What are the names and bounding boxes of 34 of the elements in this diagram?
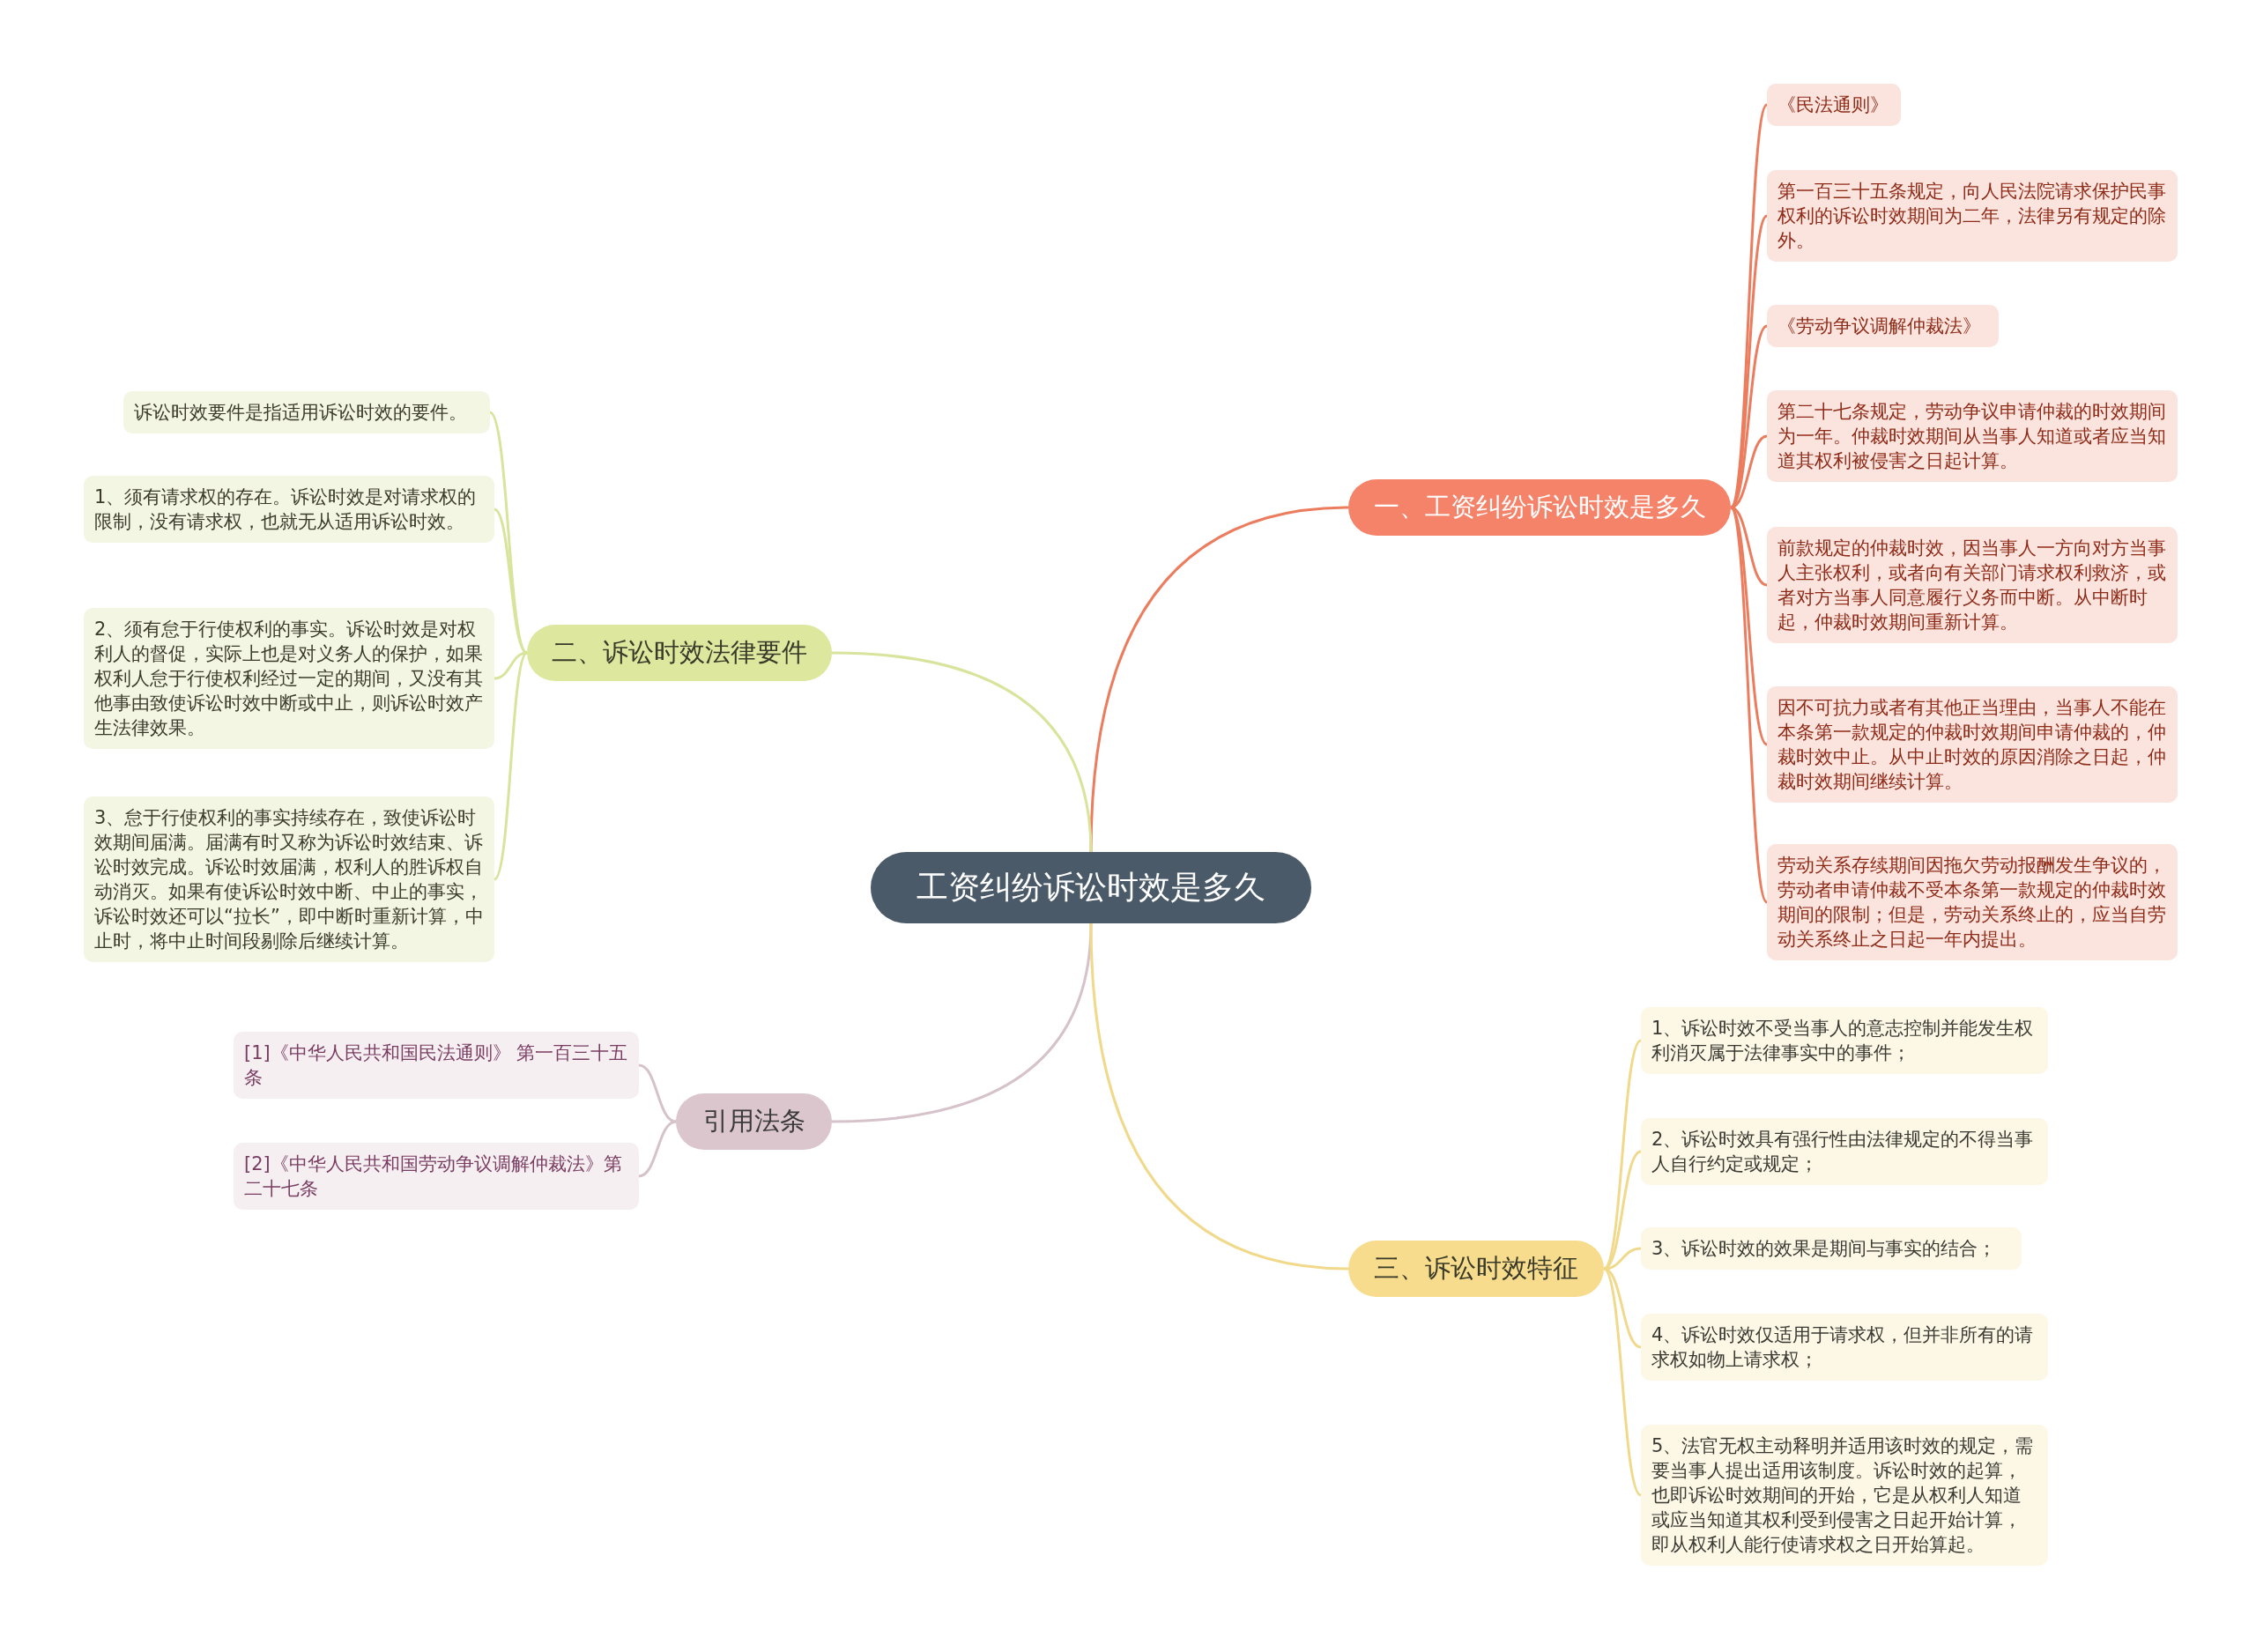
connector-line xyxy=(831,651,1093,853)
branch-topic: 三、诉讼时效特征 xyxy=(1348,1241,1604,1297)
note-box: 《民法通则》 xyxy=(1767,84,1901,126)
connector-line xyxy=(1729,215,1769,508)
connector-line xyxy=(1089,922,1349,1270)
central-topic: 工资纠纷诉讼时效是多久 xyxy=(871,852,1311,923)
connector-line xyxy=(1729,507,1769,903)
connector-line xyxy=(831,922,1093,1123)
branch-topic: 引用法条 xyxy=(676,1093,832,1150)
note-box: 3、怠于行使权利的事实持续存在，致使诉讼时效期间届满。届满有时又称为诉讼时效结束、诉讼时效完成。诉讼时效届满，权利人的胜诉权自动消灭。如果有使诉讼时效中断、中止的事实，诉讼时效还可以“拉长”，即中断时重新计算，中止时，将中止时间段剔除后继续计算。 xyxy=(84,796,494,962)
note-box: 2、诉讼时效具有强行性由法律规定的不得当事人自行约定或规定； xyxy=(1641,1118,2048,1185)
connector-line xyxy=(1602,1267,1643,1497)
note-box: 《劳动争议调解仲裁法》 xyxy=(1767,305,1999,347)
branch-topic: 一、工资纠纷诉讼时效是多久 xyxy=(1348,479,1731,536)
reference-box: [2]《中华人民共和国劳动争议调解仲裁法》第二十七条 xyxy=(234,1143,639,1210)
note-box: 2、须有怠于行使权利的事实。诉讼时效是对权利人的督促，实际上也是对义务人的保护，如果权利人怠于行使权利经过一定的期间，又没有其他事由致使诉讼时效中断或中止，则诉讼时效产生法律效果。 xyxy=(84,608,494,749)
note-box: 第二十七条规定，劳动争议申请仲裁的时效期间为一年。仲裁时效期间从当事人知道或者应当知道其权利被侵害之日起计算。 xyxy=(1767,390,2178,482)
connector-line xyxy=(638,1063,677,1123)
note-box: 前款规定的仲裁时效，因当事人一方向对方当事人主张权利，或者向有关部门请求权利救济，或者对方当事人同意履行义务而中断。从中断时起，仲裁时效期间重新计算。 xyxy=(1767,527,2178,643)
branch-topic: 二、诉讼时效法律要件 xyxy=(527,625,832,681)
note-box: 1、诉讼时效不受当事人的意志控制并能发生权利消灭属于法律事实中的事件； xyxy=(1641,1007,2048,1074)
note-box: 5、法官无权主动释明并适用该时效的规定，需要当事人提出适用该制度。诉讼时效的起算，也即诉讼时效期间的开始，它是从权利人知道或应当知道其权利受到侵害之日起开始计算，即从权利人能行使请求权之日开始算起。 xyxy=(1641,1425,2048,1566)
note-box: 1、须有请求权的存在。诉讼时效是对请求权的限制，没有请求权，也就无从适用诉讼时效。 xyxy=(84,476,494,543)
note-box: 3、诉讼时效的效果是期间与事实的结合； xyxy=(1641,1227,2022,1270)
connector-line xyxy=(1089,506,1349,853)
note-box: 诉讼时效要件是指适用诉讼时效的要件。 xyxy=(123,391,490,433)
note-box: 因不可抗力或者有其他正当理由，当事人不能在本条第一款规定的仲裁时效期间申请仲裁的，仲裁时效中止。从中止时效的原因消除之日起，仲裁时效期间继续计算。 xyxy=(1767,686,2178,803)
connector-line xyxy=(493,652,529,880)
connector-line xyxy=(638,1120,677,1178)
note-box: 劳动关系存续期间因拖欠劳动报酬发生争议的，劳动者申请仲裁不受本条第一款规定的仲裁时效期间的限制；但是，劳动关系终止的，应当自劳动关系终止之日起一年内提出。 xyxy=(1767,844,2178,960)
connector-line xyxy=(494,507,528,655)
reference-box: [1]《中华人民共和国民法通则》 第一百三十五条 xyxy=(234,1032,639,1099)
note-box: 第一百三十五条规定，向人民法院请求保护民事权利的诉讼时效期间为二年，法律另有规定的除外。 xyxy=(1767,170,2178,262)
note-box: 4、诉讼时效仅适用于请求权，但并非所有的请求权如物上请求权； xyxy=(1641,1314,2048,1381)
